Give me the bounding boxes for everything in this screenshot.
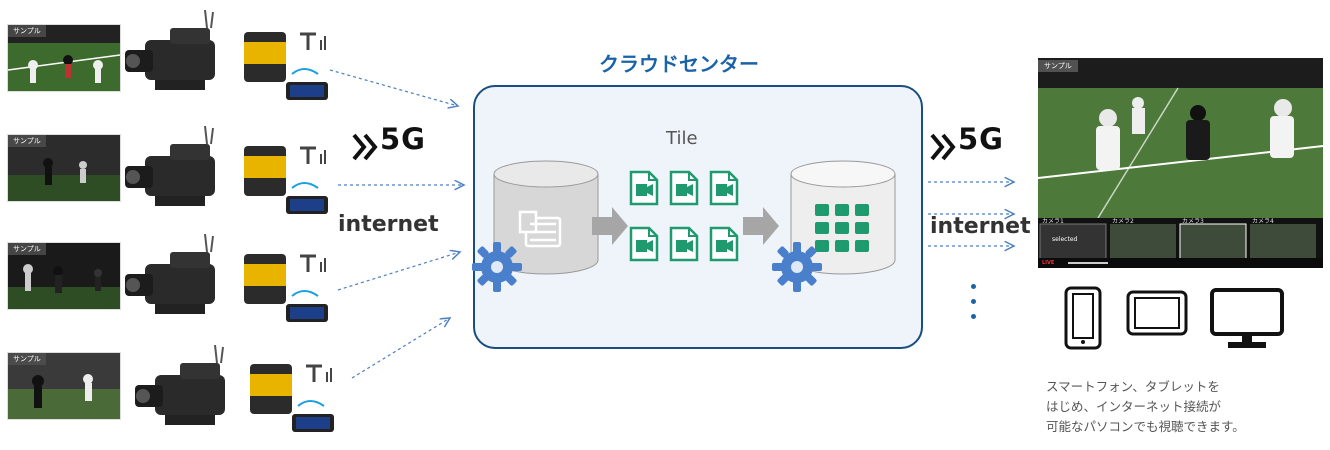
encoder-device-icon <box>244 254 328 322</box>
fiveg-label-right: 5G <box>930 122 1004 163</box>
process-arrow-icon <box>743 207 779 245</box>
database-cylinder-icon <box>493 160 599 275</box>
cam-tab-4[interactable]: カメラ4 <box>1252 218 1274 225</box>
fiveg-label-left: 5G <box>352 122 426 163</box>
live-indicator: LIVE <box>1042 260 1055 266</box>
thumbnail-label: サンプル <box>8 135 46 147</box>
encoder-device-icon <box>244 32 328 100</box>
video-thumbnail: サンプル <box>7 134 121 202</box>
more-dots <box>971 284 977 329</box>
thumbnail-label: サンプル <box>8 25 46 37</box>
device-caption: スマートフォン、タブレットを はじめ、インターネット接続が 可能なパソコンでも視… <box>1046 377 1245 437</box>
encoder-device-icon <box>250 364 334 432</box>
cam-tab-1[interactable]: カメラ1 <box>1042 218 1064 225</box>
encoder-device-icon <box>244 146 328 214</box>
thumbnail-label: サンプル <box>8 243 46 255</box>
video-thumbnail: サンプル <box>7 242 121 310</box>
tile-label: Tile <box>666 128 698 149</box>
internet-label-right: internet <box>930 214 1031 239</box>
tablet-icon <box>1126 290 1188 336</box>
video-thumbnail: サンプル <box>7 24 121 92</box>
smartphone-icon <box>1064 286 1102 350</box>
gear-icon <box>472 242 522 292</box>
caption-line-2: はじめ、インターネット接続が <box>1046 399 1222 414</box>
cam-tab-3[interactable]: カメラ3 <box>1182 218 1204 225</box>
broadcast-camera-icon <box>125 234 215 314</box>
caption-line-3: 可能なパソコンでも視聴できます。 <box>1046 419 1245 434</box>
double-chevron-icon <box>352 133 378 160</box>
desktop-monitor-icon <box>1210 288 1284 348</box>
broadcast-camera-icon <box>125 10 215 90</box>
tile-database-icon <box>790 160 896 275</box>
internet-label-left: internet <box>338 212 439 237</box>
thumbnail-label: サンプル <box>8 353 46 365</box>
broadcast-camera-icon <box>125 126 215 206</box>
caption-line-1: スマートフォン、タブレットを <box>1046 379 1220 394</box>
gear-icon <box>772 242 822 292</box>
player-sample-label: サンプル <box>1038 60 1078 72</box>
cloud-title: クラウドセンター <box>599 52 759 76</box>
selected-badge: selected <box>1052 236 1078 243</box>
tile-file-grid <box>629 170 749 274</box>
double-chevron-icon <box>930 133 956 160</box>
cam-tab-2[interactable]: カメラ2 <box>1112 218 1134 225</box>
video-thumbnail: サンプル <box>7 352 121 420</box>
process-arrow-icon <box>592 207 628 245</box>
video-player: サンプル カメラ1 カメラ2 カメラ3 カメラ4 selected LIVE <box>1038 58 1323 268</box>
broadcast-camera-icon <box>135 345 225 425</box>
